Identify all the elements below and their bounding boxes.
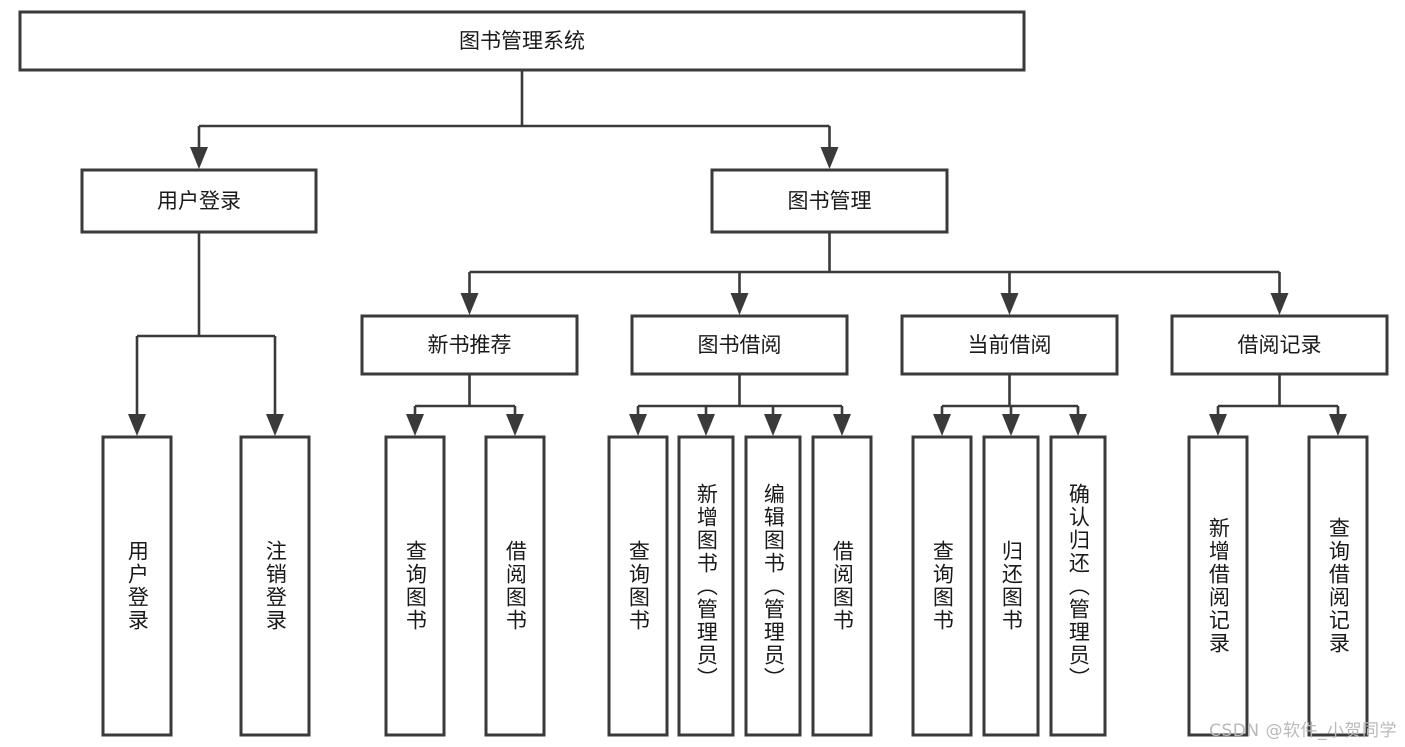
node-label-current-borrow: 当前借阅 — [968, 333, 1052, 357]
arrow-head-icon — [128, 414, 146, 436]
arrow-head-icon — [820, 147, 839, 169]
node-box-book-manage[interactable] — [710, 168, 949, 234]
node-box-leaf-query-book-cur[interactable] — [911, 435, 973, 737]
arrow-head-icon — [506, 414, 524, 436]
arrow-head-icon — [460, 293, 479, 315]
arrow-head-icon — [1270, 293, 1289, 315]
node-box-leaf-user-login[interactable] — [101, 435, 173, 737]
arrow-head-icon — [406, 414, 424, 436]
node-label-user-login: 用户登录 — [157, 189, 241, 213]
node-box-borrow-record[interactable] — [1170, 314, 1389, 376]
arrow-head-icon — [190, 147, 208, 169]
node-label-book-manage: 图书管理 — [788, 189, 872, 213]
node-label-root: 图书管理系统 — [459, 29, 585, 53]
node-label-borrow-record: 借阅记录 — [1238, 333, 1322, 357]
node-box-leaf-add-book[interactable] — [677, 435, 735, 737]
arrow-head-icon — [933, 414, 951, 436]
node-box-current-borrow[interactable] — [900, 314, 1119, 376]
node-label-new-book-rec: 新书推荐 — [428, 333, 512, 357]
arrow-head-icon — [1069, 414, 1087, 436]
arrow-head-icon — [266, 414, 284, 436]
node-box-leaf-logout[interactable] — [239, 435, 311, 737]
node-box-book-borrow[interactable] — [630, 314, 849, 376]
node-box-leaf-return-book[interactable] — [982, 435, 1040, 737]
node-box-leaf-query-record[interactable] — [1307, 435, 1369, 737]
node-box-root[interactable] — [18, 10, 1026, 72]
arrow-head-icon — [730, 293, 749, 315]
arrow-head-icon — [629, 414, 647, 436]
node-box-leaf-query-book-rec[interactable] — [384, 435, 446, 737]
node-box-leaf-borrow-book-rec[interactable] — [484, 435, 546, 737]
arrow-head-icon — [697, 414, 715, 436]
arrow-head-icon — [764, 414, 782, 436]
node-box-new-book-rec[interactable] — [360, 314, 579, 376]
node-box-leaf-edit-book[interactable] — [744, 435, 802, 737]
node-box-leaf-add-record[interactable] — [1187, 435, 1249, 737]
arrow-head-icon — [833, 414, 851, 436]
arrow-head-icon — [1002, 414, 1020, 436]
arrow-head-icon — [1000, 293, 1019, 315]
arrow-head-icon — [1209, 414, 1227, 436]
node-box-leaf-confirm-return[interactable] — [1049, 435, 1107, 737]
watermark: CSDN @软件_小贺同学 — [1209, 721, 1397, 741]
arrow-head-icon — [1329, 414, 1347, 436]
node-label-book-borrow: 图书借阅 — [698, 333, 782, 357]
node-box-leaf-query-book-bor[interactable] — [607, 435, 669, 737]
edges-layer — [128, 70, 1347, 436]
node-box-leaf-borrow-book-bor[interactable] — [811, 435, 873, 737]
boxes-layer — [18, 10, 1389, 737]
node-box-user-login[interactable] — [80, 168, 318, 234]
